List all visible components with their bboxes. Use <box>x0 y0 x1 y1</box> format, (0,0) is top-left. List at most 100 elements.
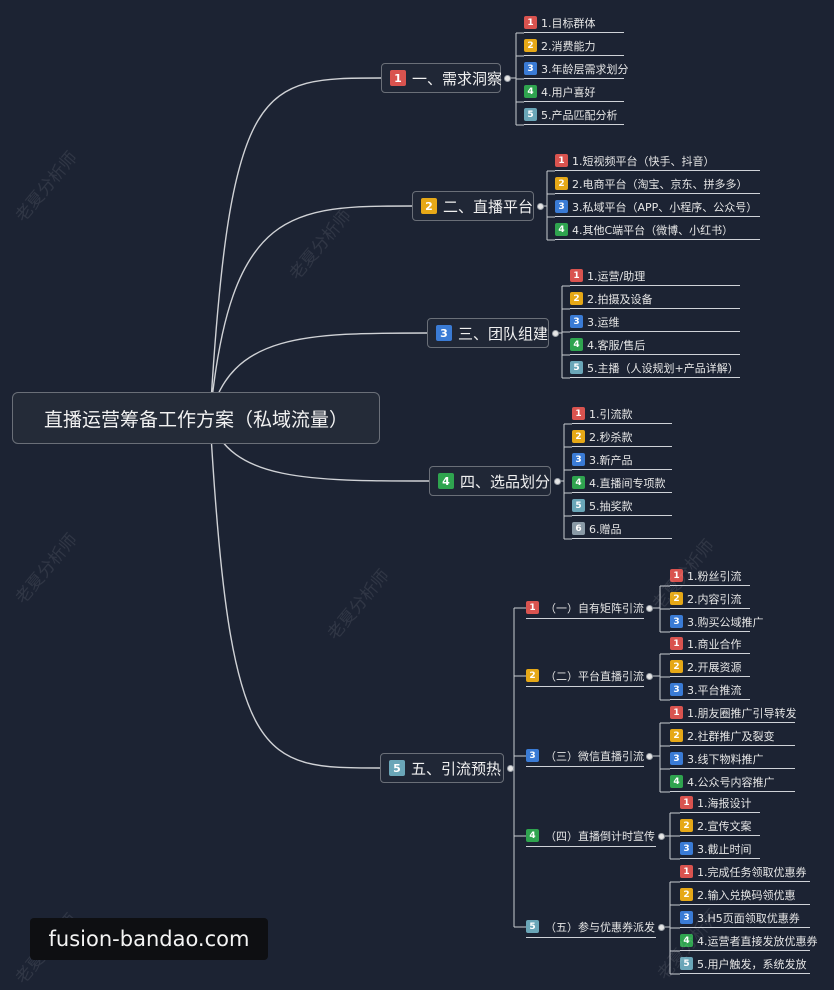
sub-1-item-3-label: 3.购买公域推广 <box>687 615 764 629</box>
sub-node-5[interactable]: 5（五）参与优惠券派发 <box>526 916 656 938</box>
sub-5-item-1-badge: 1 <box>680 865 693 878</box>
sub-1-collapse-dot[interactable] <box>645 604 653 612</box>
root-node[interactable]: 直播运营筹备工作方案（私域流量） <box>12 392 380 444</box>
sub-node-1-label: （一）自有矩阵引流 <box>545 601 644 615</box>
sub-4-item-1-label: 1.海报设计 <box>697 796 752 810</box>
branch-1-collapse-dot[interactable] <box>503 74 511 82</box>
branch-1-item-5-label: 5.产品匹配分析 <box>541 108 618 122</box>
branch-4-item-3[interactable]: 3 3.新产品 <box>572 450 672 470</box>
sub-3-item-1-label: 1.朋友圈推广引导转发 <box>687 706 797 720</box>
branch-3-item-3[interactable]: 3 3.运维 <box>570 312 740 332</box>
sub-5-item-3[interactable]: 3 3.H5页面领取优惠券 <box>680 908 810 928</box>
sub-3-collapse-dot[interactable] <box>645 752 653 760</box>
branch-4-item-3-label: 3.新产品 <box>589 453 633 467</box>
sub-node-4[interactable]: 4（四）直播倒计时宣传 <box>526 825 656 847</box>
branch-1-item-1-label: 1.目标群体 <box>541 16 596 30</box>
branch-1-item-3-label: 3.年龄层需求划分 <box>541 62 629 76</box>
branch-3-collapse-dot[interactable] <box>551 329 559 337</box>
branch-4-item-6-label: 6.赠品 <box>589 522 622 536</box>
branch-3-item-1[interactable]: 1 1.运营/助理 <box>570 266 740 286</box>
branch-3-item-1-label: 1.运营/助理 <box>587 269 646 283</box>
branch-5-collapse-dot[interactable] <box>506 764 514 772</box>
sub-1-item-3-badge: 3 <box>670 615 683 628</box>
sub-5-item-3-badge: 3 <box>680 911 693 924</box>
sub-2-item-1-badge: 1 <box>670 637 683 650</box>
sub-4-item-1[interactable]: 1 1.海报设计 <box>680 793 760 813</box>
sub-5-item-3-label: 3.H5页面领取优惠券 <box>697 911 800 925</box>
branch-4-item-1-label: 1.引流款 <box>589 407 633 421</box>
link-root-branch-3 <box>209 332 428 419</box>
branch-2-collapse-dot[interactable] <box>536 202 544 210</box>
sub-node-4-badge: 4 <box>526 829 539 842</box>
sub-3-item-3-label: 3.线下物料推广 <box>687 752 764 766</box>
branch-node-4-badge: 4 <box>438 473 454 489</box>
branch-3-item-1-badge: 1 <box>570 269 583 282</box>
sub-1-item-2-label: 2.内容引流 <box>687 592 742 606</box>
branch-1-item-3[interactable]: 3 3.年龄层需求划分 <box>524 59 629 79</box>
sub-5-item-5[interactable]: 5 5.用户触发，系统发放 <box>680 954 810 974</box>
branch-3-item-3-label: 3.运维 <box>587 315 620 329</box>
branch-3-item-3-badge: 3 <box>570 315 583 328</box>
site-brand-text: fusion-bandao.com <box>48 927 250 951</box>
branch-2-item-4-label: 4.其他C端平台（微博、小红书） <box>572 223 734 237</box>
sub-2-item-1[interactable]: 1 1.商业合作 <box>670 634 750 654</box>
branch-4-item-2-badge: 2 <box>572 430 585 443</box>
link-root-branch-5 <box>209 417 381 769</box>
sub-4-item-2-badge: 2 <box>680 819 693 832</box>
sub-2-item-2-badge: 2 <box>670 660 683 673</box>
branch-1-item-3-badge: 3 <box>524 62 537 75</box>
sub-node-1[interactable]: 1 （一）自有矩阵引流 <box>526 597 644 619</box>
branch-4-collapse-dot[interactable] <box>553 477 561 485</box>
sub-5-item-5-label: 5.用户触发，系统发放 <box>697 957 807 971</box>
sub-node-2[interactable]: 2（二）平台直播引流 <box>526 665 644 687</box>
sub-5-collapse-dot[interactable] <box>657 923 665 931</box>
branch-1-item-4-badge: 4 <box>524 85 537 98</box>
sub-2-collapse-dot[interactable] <box>645 672 653 680</box>
sub-4-item-1-badge: 1 <box>680 796 693 809</box>
branch-4-item-3-badge: 3 <box>572 453 585 466</box>
branch-4-item-5-badge: 5 <box>572 499 585 512</box>
sub-5-item-2-label: 2.输入兑换码领优惠 <box>697 888 796 902</box>
sub-node-1-badge: 1 <box>526 601 539 614</box>
sub-2-item-1-label: 1.商业合作 <box>687 637 742 651</box>
sub-node-3[interactable]: 3（三）微信直播引流 <box>526 745 644 767</box>
branch-3-item-5-label: 5.主播（人设规划+产品详解） <box>587 361 739 375</box>
sub-4-collapse-dot[interactable] <box>657 832 665 840</box>
sub-1-item-3[interactable]: 3 3.购买公域推广 <box>670 612 764 632</box>
sub-5-item-5-badge: 5 <box>680 957 693 970</box>
